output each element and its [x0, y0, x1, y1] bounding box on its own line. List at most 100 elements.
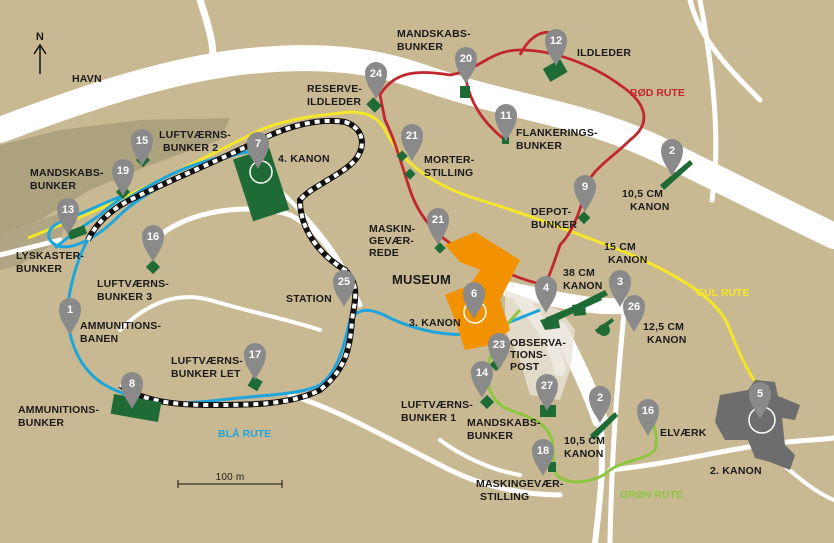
bunker-ildleder-12: [542, 58, 568, 82]
label-ildleder: ILDLEDER: [577, 47, 631, 59]
bunker-luft3: [145, 259, 161, 275]
pin-number: 1: [67, 304, 73, 316]
pin-marker: [495, 104, 517, 141]
pin-number: 26: [628, 301, 640, 313]
cannon-10cm-top: [660, 160, 693, 190]
label-mandskabs-bottom: MANDSKABS-BUNKER: [467, 417, 541, 442]
pin-number: 11: [500, 110, 512, 122]
label-depot: DEPOT-BUNKER: [531, 206, 577, 231]
pin-marker: [637, 399, 659, 436]
location-pin[interactable]: 17: [244, 343, 266, 380]
location-pin[interactable]: 19: [112, 159, 134, 196]
location-pin[interactable]: 13: [57, 198, 79, 235]
label-kanon4: 4. KANON: [278, 153, 330, 165]
location-pin[interactable]: 7: [247, 132, 269, 169]
location-pin[interactable]: 15: [131, 129, 153, 166]
location-pin[interactable]: 21: [401, 124, 423, 161]
location-pin[interactable]: 1: [59, 298, 81, 335]
location-pin[interactable]: 5: [749, 382, 771, 419]
location-pin[interactable]: 4: [535, 276, 557, 313]
pin-number: 16: [642, 405, 654, 417]
pin-number: 20: [460, 53, 472, 65]
pin-marker: [532, 439, 554, 476]
label-museum: MUSEUM: [392, 272, 451, 287]
pin-number: 3: [617, 276, 623, 288]
label-mg-stilling: MASKINGEVÆR-STILLING: [476, 478, 564, 503]
location-pin[interactable]: 23: [488, 333, 510, 370]
pin-marker: [247, 132, 269, 169]
pin-marker: [609, 270, 631, 307]
bunker-luftlet: [247, 376, 263, 392]
pin-number: 2: [597, 392, 603, 404]
pin-number: 15: [136, 135, 148, 147]
label-flankering: FLANKERINGS-BUNKER: [516, 127, 598, 152]
location-pin[interactable]: 20: [455, 47, 477, 84]
pin-number: 19: [117, 165, 129, 177]
scale-label: 100 m: [216, 472, 245, 483]
location-pin[interactable]: 11: [495, 104, 517, 141]
pin-number: 14: [476, 367, 489, 379]
location-pin[interactable]: 8: [121, 372, 143, 409]
pin-number: 2: [669, 145, 675, 157]
pin-marker: [463, 282, 485, 319]
pin-number: 13: [62, 204, 74, 216]
location-pin[interactable]: 2: [661, 139, 683, 176]
location-pin[interactable]: 18: [532, 439, 554, 476]
label-ammunitionsbanen: AMMUNITIONS-BANEN: [80, 320, 161, 345]
label-kanon3: 3. KANON: [409, 317, 461, 329]
pin-marker: [112, 159, 134, 196]
bunker-morter: [396, 150, 408, 162]
bunker-luft1: [479, 394, 495, 410]
location-pin[interactable]: 14: [471, 361, 493, 398]
pin-marker: [455, 47, 477, 84]
north-label: N: [36, 31, 44, 43]
location-pin[interactable]: 6: [463, 282, 485, 319]
pin-marker: [57, 198, 79, 235]
location-pin[interactable]: 9: [574, 175, 596, 212]
location-pin[interactable]: 27: [536, 374, 558, 411]
location-pin[interactable]: 16: [142, 225, 164, 262]
bunker-mandskabs-27: [540, 405, 556, 417]
pin-number: 21: [406, 130, 418, 142]
pin-marker: [623, 295, 645, 332]
bunker-mandskabs-20: [460, 86, 470, 98]
label-mg-rede: MASKIN-GEVÆR-REDE: [369, 223, 416, 259]
pin-number: 24: [370, 68, 383, 80]
pin-marker: [121, 372, 143, 409]
label-observation: OBSERVA-TIONS-POST: [510, 337, 566, 373]
location-pin[interactable]: 2: [589, 386, 611, 423]
location-pin[interactable]: 12: [545, 29, 567, 66]
pin-marker: [401, 124, 423, 161]
pin-number: 5: [757, 388, 763, 400]
label-station: STATION: [286, 293, 332, 305]
label-ammunitionsbunker: AMMUNITIONS-BUNKER: [18, 404, 99, 429]
cannon-15cm: [572, 290, 608, 316]
bunker-lyskaster: [67, 225, 88, 240]
pin-marker: [574, 175, 596, 212]
location-pin[interactable]: 21: [427, 208, 449, 245]
location-pin[interactable]: 24: [365, 62, 387, 99]
pin-marker: [427, 208, 449, 245]
label-luft1: LUFTVÆRNS-BUNKER 1: [401, 399, 473, 424]
location-pin[interactable]: 25: [333, 270, 355, 307]
location-pin[interactable]: 26: [623, 295, 645, 332]
pin-marker: [536, 374, 558, 411]
pin-number: 8: [129, 378, 135, 390]
label-elvaerk: ELVÆRK: [660, 427, 707, 439]
label-luft3: LUFTVÆRNS-BUNKER 3: [97, 278, 169, 303]
location-pin[interactable]: 16: [637, 399, 659, 436]
pin-marker: [661, 139, 683, 176]
pin-number: 9: [582, 181, 588, 193]
label-red-route: RØD RUTE: [630, 87, 685, 99]
location-pin[interactable]: 3: [609, 270, 631, 307]
label-luft2: LUFTVÆRNS-BUNKER 2: [159, 129, 231, 154]
bunker-24: [366, 97, 382, 113]
label-green-route: GRØN RUTE: [620, 489, 683, 501]
pin-number: 7: [255, 138, 261, 150]
pin-marker: [365, 62, 387, 99]
